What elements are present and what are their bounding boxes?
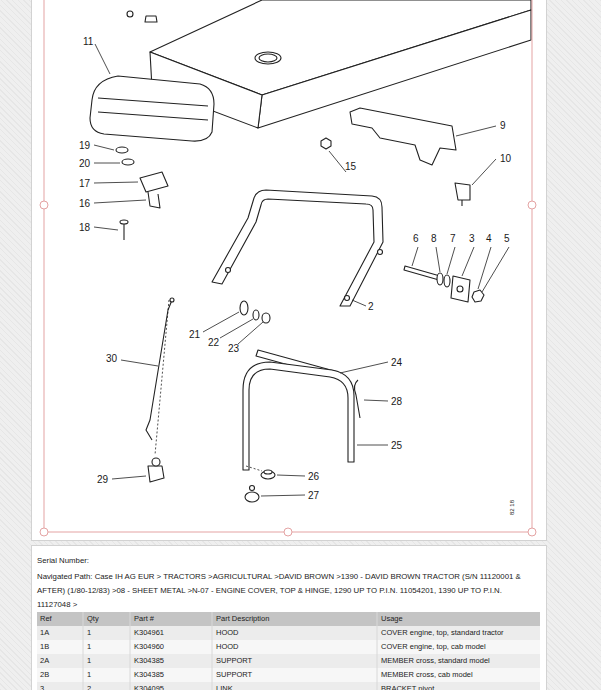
- callout-number: 17: [79, 178, 90, 189]
- callout-number: 3: [469, 233, 475, 244]
- table-cell: HOOD: [216, 640, 239, 654]
- table-cell: SUPPORT: [216, 668, 252, 682]
- table-header-row: [37, 612, 540, 626]
- callout-number: 29: [97, 474, 108, 485]
- callout-number: 7: [450, 233, 456, 244]
- table-cell: MEMBER cross, cab model: [381, 668, 473, 682]
- callout-number: 16: [79, 198, 90, 209]
- callout-number: 22: [208, 337, 219, 348]
- callout-number: 15: [345, 161, 356, 172]
- callout-number: 30: [106, 353, 117, 364]
- callout-number: 18: [79, 222, 90, 233]
- callout-number: 11: [83, 36, 93, 47]
- navigated-path: Navigated Path: Case IH AG EUR > TRACTOR…: [37, 570, 529, 612]
- callout-number: 20: [79, 158, 90, 169]
- table-header-cell: Part Description: [216, 612, 269, 626]
- table-cell: 1A: [40, 626, 49, 640]
- table-cell: K304095: [134, 682, 164, 690]
- table-cell: BRACKET pivot: [381, 682, 434, 690]
- table-cell: LINK: [216, 682, 233, 690]
- table-cell: 2A: [40, 654, 49, 668]
- table-cell: 2B: [40, 668, 49, 682]
- table-cell: 1: [87, 668, 91, 682]
- table-header-cell: Qty: [87, 612, 99, 626]
- table-header-cell: Ref: [40, 612, 52, 626]
- callout-number: 9: [500, 120, 506, 131]
- table-cell: HOOD: [216, 626, 239, 640]
- callout-number: 5: [504, 233, 510, 244]
- callout-number: 27: [308, 490, 319, 501]
- serial-number-label: Serial Number:: [37, 554, 89, 568]
- table-cell: COVER engine, top, cab model: [381, 640, 486, 654]
- table-cell: K304385: [134, 654, 164, 668]
- table-cell: SUPPORT: [216, 654, 252, 668]
- callout-number: 21: [189, 329, 200, 340]
- table-cell: 1: [87, 654, 91, 668]
- table-cell: 1B: [40, 640, 49, 654]
- callout-number: 24: [391, 357, 402, 368]
- table-cell: K304961: [134, 626, 164, 640]
- table-header-cell: Usage: [381, 612, 403, 626]
- callout-number: 25: [391, 440, 402, 451]
- callout-number: 8: [431, 233, 437, 244]
- callout-number: 4: [486, 233, 492, 244]
- callout-number: 19: [79, 140, 90, 151]
- table-cell: 3: [40, 682, 44, 690]
- table-cell: 2: [87, 682, 91, 690]
- table-header-cell: Part #: [134, 612, 154, 626]
- callout-number: 26: [308, 471, 319, 482]
- table-cell: COVER engine, top, standard tractor: [381, 626, 504, 640]
- table-cell: K304385: [134, 668, 164, 682]
- drawing-code: 82 18: [509, 500, 516, 515]
- table-cell: 1: [87, 640, 91, 654]
- table-cell: K304960: [134, 640, 164, 654]
- table-cell: MEMBER cross, standard model: [381, 654, 490, 668]
- callout-number: 23: [228, 343, 239, 354]
- table-row: [37, 682, 540, 690]
- callout-number: 2: [368, 301, 374, 312]
- table-cell: 1: [87, 626, 91, 640]
- callout-number: 10: [500, 153, 511, 164]
- callout-number: 28: [391, 396, 402, 407]
- callout-number: 6: [413, 233, 419, 244]
